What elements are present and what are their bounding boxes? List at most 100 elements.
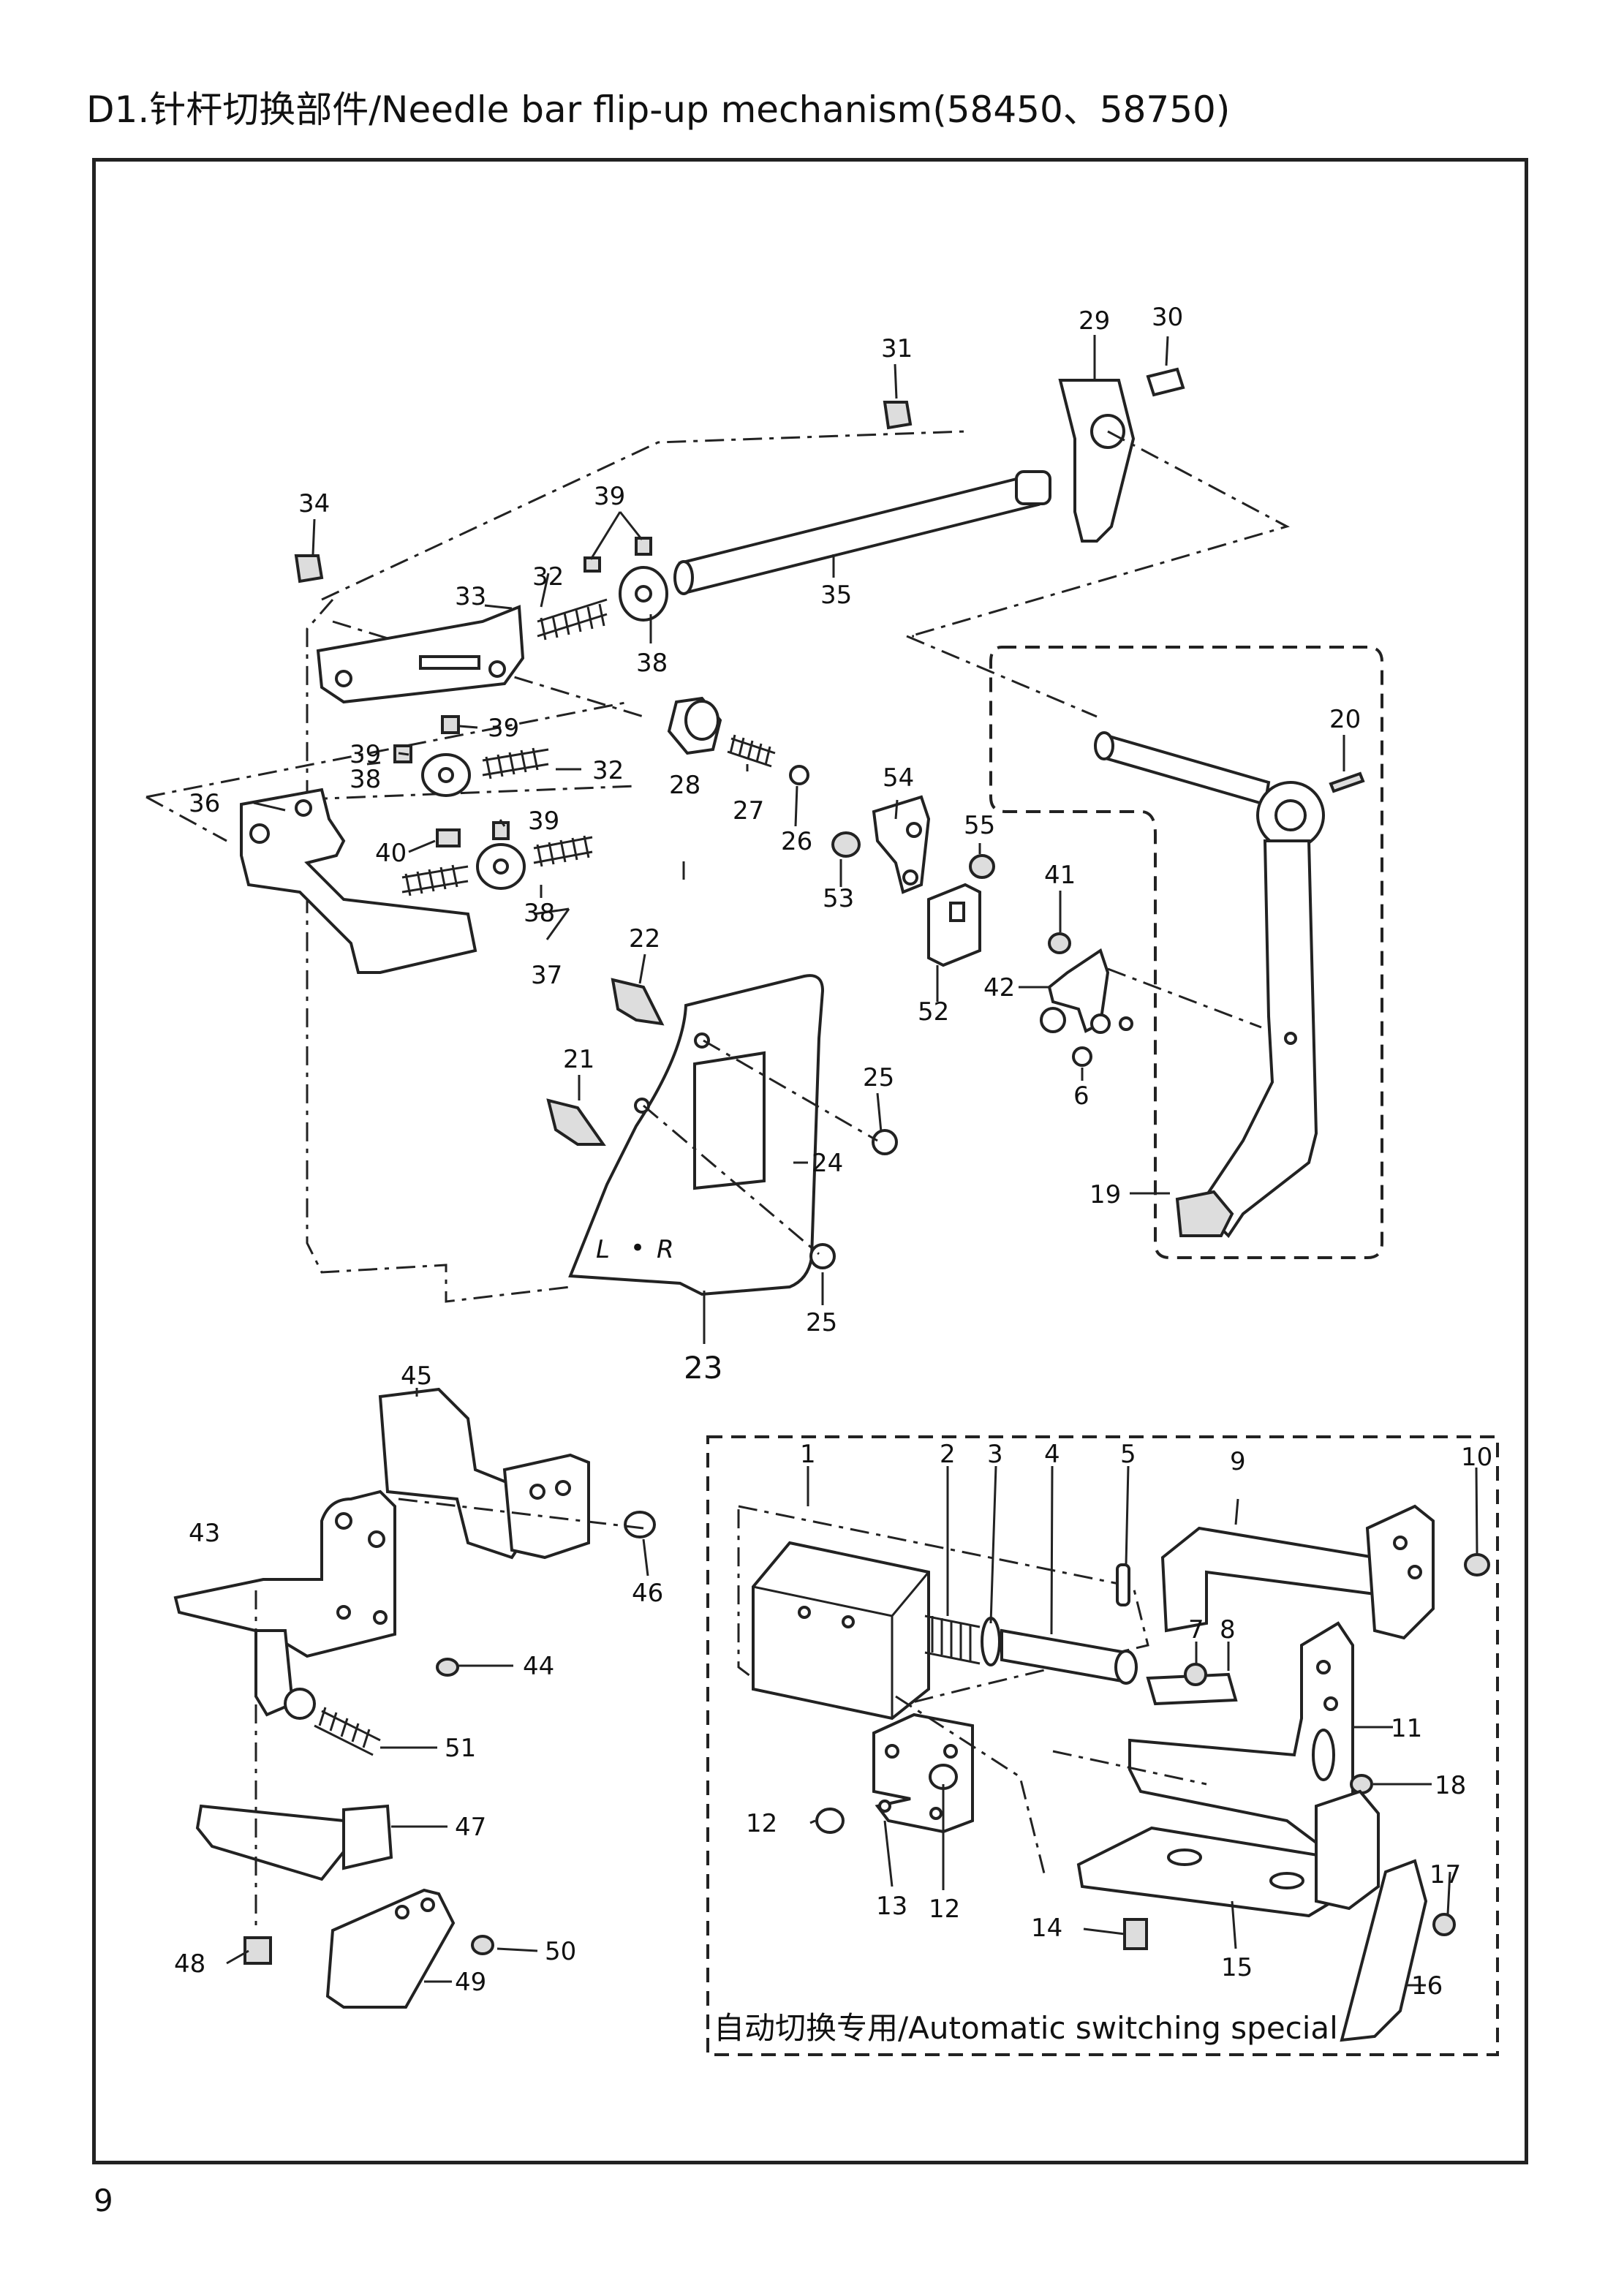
callout-33: 33 <box>455 582 486 611</box>
callout-1: 1 <box>800 1440 816 1469</box>
callout-37: 37 <box>531 961 562 990</box>
ball-26 <box>789 765 809 785</box>
bracket-43-assembly <box>173 1387 656 2009</box>
engraving-left: L <box>596 1235 610 1264</box>
callout-50: 50 <box>545 1937 576 1966</box>
callout-2: 2 <box>940 1440 956 1469</box>
stud-22 <box>611 978 665 1026</box>
callout-27: 27 <box>733 796 764 826</box>
screw-12-left <box>815 1808 845 1834</box>
callout-25-upper: 25 <box>863 1063 894 1092</box>
bracket-33 <box>316 605 525 704</box>
plate-47 <box>195 1804 353 1881</box>
screw-50 <box>471 1935 494 1955</box>
pin-20 <box>1329 771 1365 793</box>
callout-16: 16 <box>1411 1971 1443 2001</box>
callout-44: 44 <box>523 1652 554 1681</box>
screw-18 <box>1350 1774 1373 1794</box>
diagram-frame <box>92 158 1528 2164</box>
callout-12-right: 12 <box>929 1895 960 1924</box>
screw-55 <box>969 854 995 879</box>
lever-29 <box>1058 379 1136 543</box>
callout-30: 30 <box>1152 303 1183 332</box>
callout-13: 13 <box>876 1892 907 1921</box>
callout-54: 54 <box>883 763 914 793</box>
bracket-slot <box>419 655 480 670</box>
callout-45: 45 <box>401 1362 432 1391</box>
bracket-36 <box>240 788 477 974</box>
block-52 <box>927 883 981 967</box>
switch-plate-assembly <box>831 795 995 967</box>
screw-7 <box>1184 1663 1207 1686</box>
callout-39-mid: 39 <box>488 714 519 743</box>
engraving-right: R <box>657 1235 674 1264</box>
callout-32-top: 32 <box>532 562 564 592</box>
shaft-35 <box>678 473 1041 594</box>
callout-8: 8 <box>1220 1615 1236 1644</box>
callout-51: 51 <box>445 1734 476 1763</box>
plate-54 <box>872 795 931 894</box>
callout-23: 23 <box>684 1350 722 1386</box>
spring-27 <box>729 734 771 766</box>
plunger-4 <box>1000 1628 1128 1684</box>
screw-53 <box>831 831 861 858</box>
callout-53: 53 <box>823 884 854 913</box>
callout-46: 46 <box>632 1579 663 1608</box>
callout-38-mid: 38 <box>350 765 381 794</box>
spring-32-mid <box>485 747 539 779</box>
flip-shaft-assembly <box>673 367 1290 718</box>
plate-15-ear <box>1315 1789 1380 1911</box>
callout-39-top: 39 <box>594 482 625 511</box>
callout-labels: 31 29 30 34 39 32 33 35 38 39 39 38 32 3… <box>174 303 1492 2001</box>
screw-31 <box>883 401 913 430</box>
inset-caption: 自动切换专用/Automatic switching special <box>714 2010 1338 2046</box>
screw-30 <box>1146 367 1185 397</box>
bracket-9 <box>1160 1526 1376 1633</box>
spring-32-upper <box>540 603 605 641</box>
screw-41 <box>1048 932 1071 954</box>
spring-37-lower <box>404 864 458 896</box>
stud-21 <box>546 1098 606 1146</box>
screw-44 <box>436 1658 459 1677</box>
screw-40 <box>436 828 461 847</box>
callout-20: 20 <box>1329 705 1361 734</box>
callout-15: 15 <box>1221 1953 1253 1982</box>
setscrew-39a <box>583 556 601 573</box>
callout-48: 48 <box>174 1949 205 1979</box>
shaft-stub <box>1098 733 1271 807</box>
callout-10: 10 <box>1461 1443 1492 1472</box>
callout-22: 22 <box>629 924 660 953</box>
spring-37-upper <box>536 835 590 867</box>
spring-2 <box>931 1616 972 1661</box>
callout-39-left: 39 <box>350 740 381 769</box>
callout-7: 7 <box>1188 1615 1204 1644</box>
callout-11: 11 <box>1391 1714 1422 1743</box>
screw-14 <box>1123 1918 1148 1950</box>
upper-bracket-assembly <box>294 537 668 704</box>
bracket-42 <box>1047 948 1110 1033</box>
screw-25-lower <box>809 1243 836 1269</box>
callout-21: 21 <box>563 1045 594 1074</box>
bracket-45-ear <box>502 1453 590 1560</box>
callout-25-lower: 25 <box>806 1308 837 1337</box>
callout-49: 49 <box>455 1968 486 1997</box>
callout-17: 17 <box>1430 1860 1461 1889</box>
callout-4: 4 <box>1044 1440 1060 1469</box>
screw-17 <box>1432 1913 1456 1936</box>
plate-47-tab <box>342 1804 393 1870</box>
cover-49 <box>325 1888 456 2009</box>
callout-28: 28 <box>669 771 700 800</box>
plate-15 <box>1076 1826 1348 1918</box>
screw-46 <box>624 1511 656 1538</box>
callout-36: 36 <box>189 789 220 818</box>
screw-48 <box>243 1936 272 1965</box>
cover-16 <box>1340 1859 1428 2042</box>
cover-window <box>693 1051 766 1190</box>
callout-18: 18 <box>1435 1771 1466 1800</box>
cover-plate-assembly: L • R <box>546 974 898 1296</box>
bracket-13 <box>872 1712 974 1834</box>
callout-6: 6 <box>1073 1081 1089 1111</box>
callout-41: 41 <box>1044 861 1076 890</box>
callout-19: 19 <box>1089 1180 1121 1209</box>
